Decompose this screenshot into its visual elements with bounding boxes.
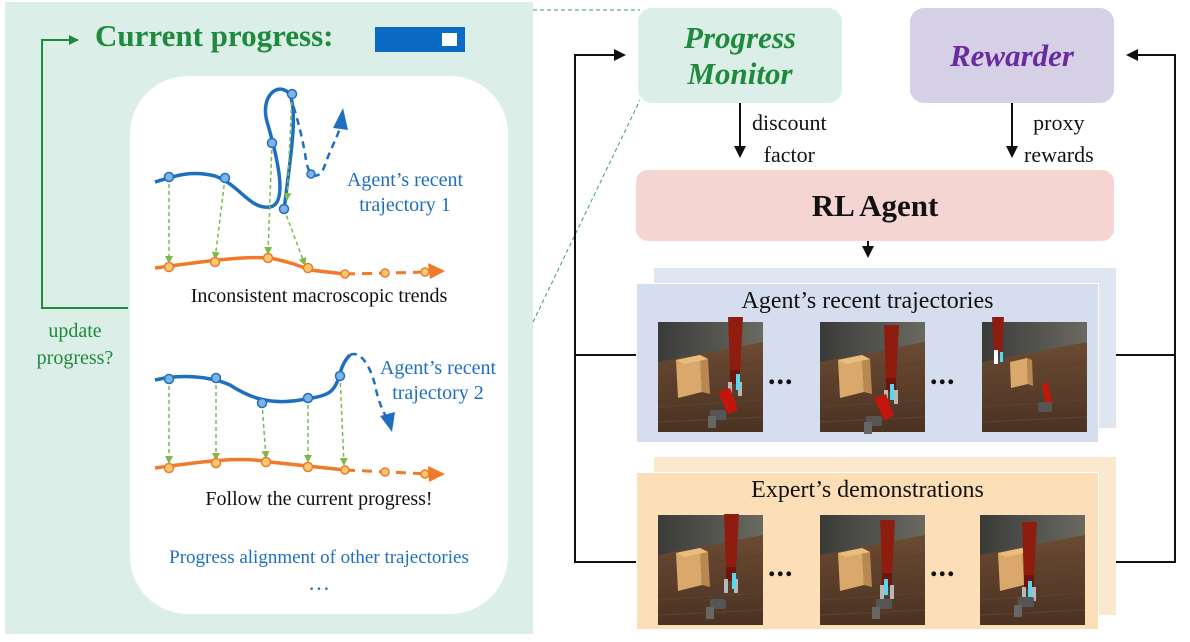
progress-monitor-line2: Monitor: [687, 55, 793, 91]
progress-monitor-label: Progress Monitor: [684, 20, 796, 92]
rl-agent-box: RL Agent: [636, 170, 1114, 241]
agent-frame-2: [819, 321, 926, 434]
trajectory-2-diagram: [154, 352, 445, 482]
trajectory-1-label-line2: trajectory 1: [359, 194, 451, 216]
rl-agent-label: RL Agent: [811, 187, 939, 223]
discount-line1: discount: [752, 110, 827, 135]
expert-ellipsis-2: ...: [930, 550, 956, 583]
caption-inconsistent-trends: Inconsistent macroscopic trends: [190, 285, 448, 307]
trajectory-2-label: Agent’s recent trajectory 2: [368, 356, 508, 406]
current-progress-bar: [375, 27, 465, 52]
expert-ellipsis-1: ...: [768, 550, 794, 583]
proxy-line2: rewards: [1024, 142, 1094, 167]
expert-frame-3: [979, 514, 1086, 626]
current-progress-title: Current progress:: [95, 18, 334, 53]
agent-frame-1: [657, 317, 764, 433]
discount-line2: factor: [763, 142, 815, 167]
trajectory-2-label-line2: trajectory 2: [392, 382, 484, 404]
update-progress-label: update progress?: [20, 318, 130, 372]
trajectory-2-label-line1: Agent’s recent: [379, 357, 497, 379]
trajectory-1-label-line1: Agent’s recent: [346, 169, 464, 191]
caption-progress-alignment: Progress alignment of other trajectories: [169, 547, 469, 568]
caption-follow-progress: Follow the current progress!: [205, 488, 433, 510]
progress-monitor-box: Progress Monitor: [638, 8, 842, 103]
trajectory-1-diagram: [154, 87, 445, 279]
agent-frame-3: [981, 317, 1088, 433]
rewarder-label: Rewarder: [950, 37, 1074, 73]
leader-line-bottom: [532, 99, 641, 323]
expert-frame-1: [657, 514, 764, 626]
agent-ellipsis-2: ...: [930, 358, 956, 391]
rewarder-box: Rewarder: [910, 8, 1114, 103]
agent-ellipsis-1: ...: [768, 358, 794, 391]
agent-trajectories-title: Agent’s recent trajectories: [741, 288, 994, 314]
proxy-line1: proxy: [1033, 110, 1085, 135]
proxy-rewards-label: proxy rewards: [1024, 107, 1094, 171]
update-progress-line2: progress?: [36, 347, 114, 369]
progress-bar-knob: [442, 33, 457, 46]
progress-alignment-card: [130, 76, 508, 614]
update-progress-line1: update: [48, 320, 102, 342]
expert-frame-2: [819, 514, 926, 626]
caption-ellipsis: …: [308, 570, 330, 595]
discount-factor-label: discount factor: [752, 107, 827, 171]
trajectory-1-label: Agent’s recent trajectory 1: [335, 168, 475, 218]
progress-monitor-line1: Progress: [684, 19, 796, 55]
connector-lines: [574, 49, 1176, 563]
expert-demonstrations-title: Expert’s demonstrations: [751, 477, 984, 503]
update-progress-arrow: [41, 35, 128, 309]
